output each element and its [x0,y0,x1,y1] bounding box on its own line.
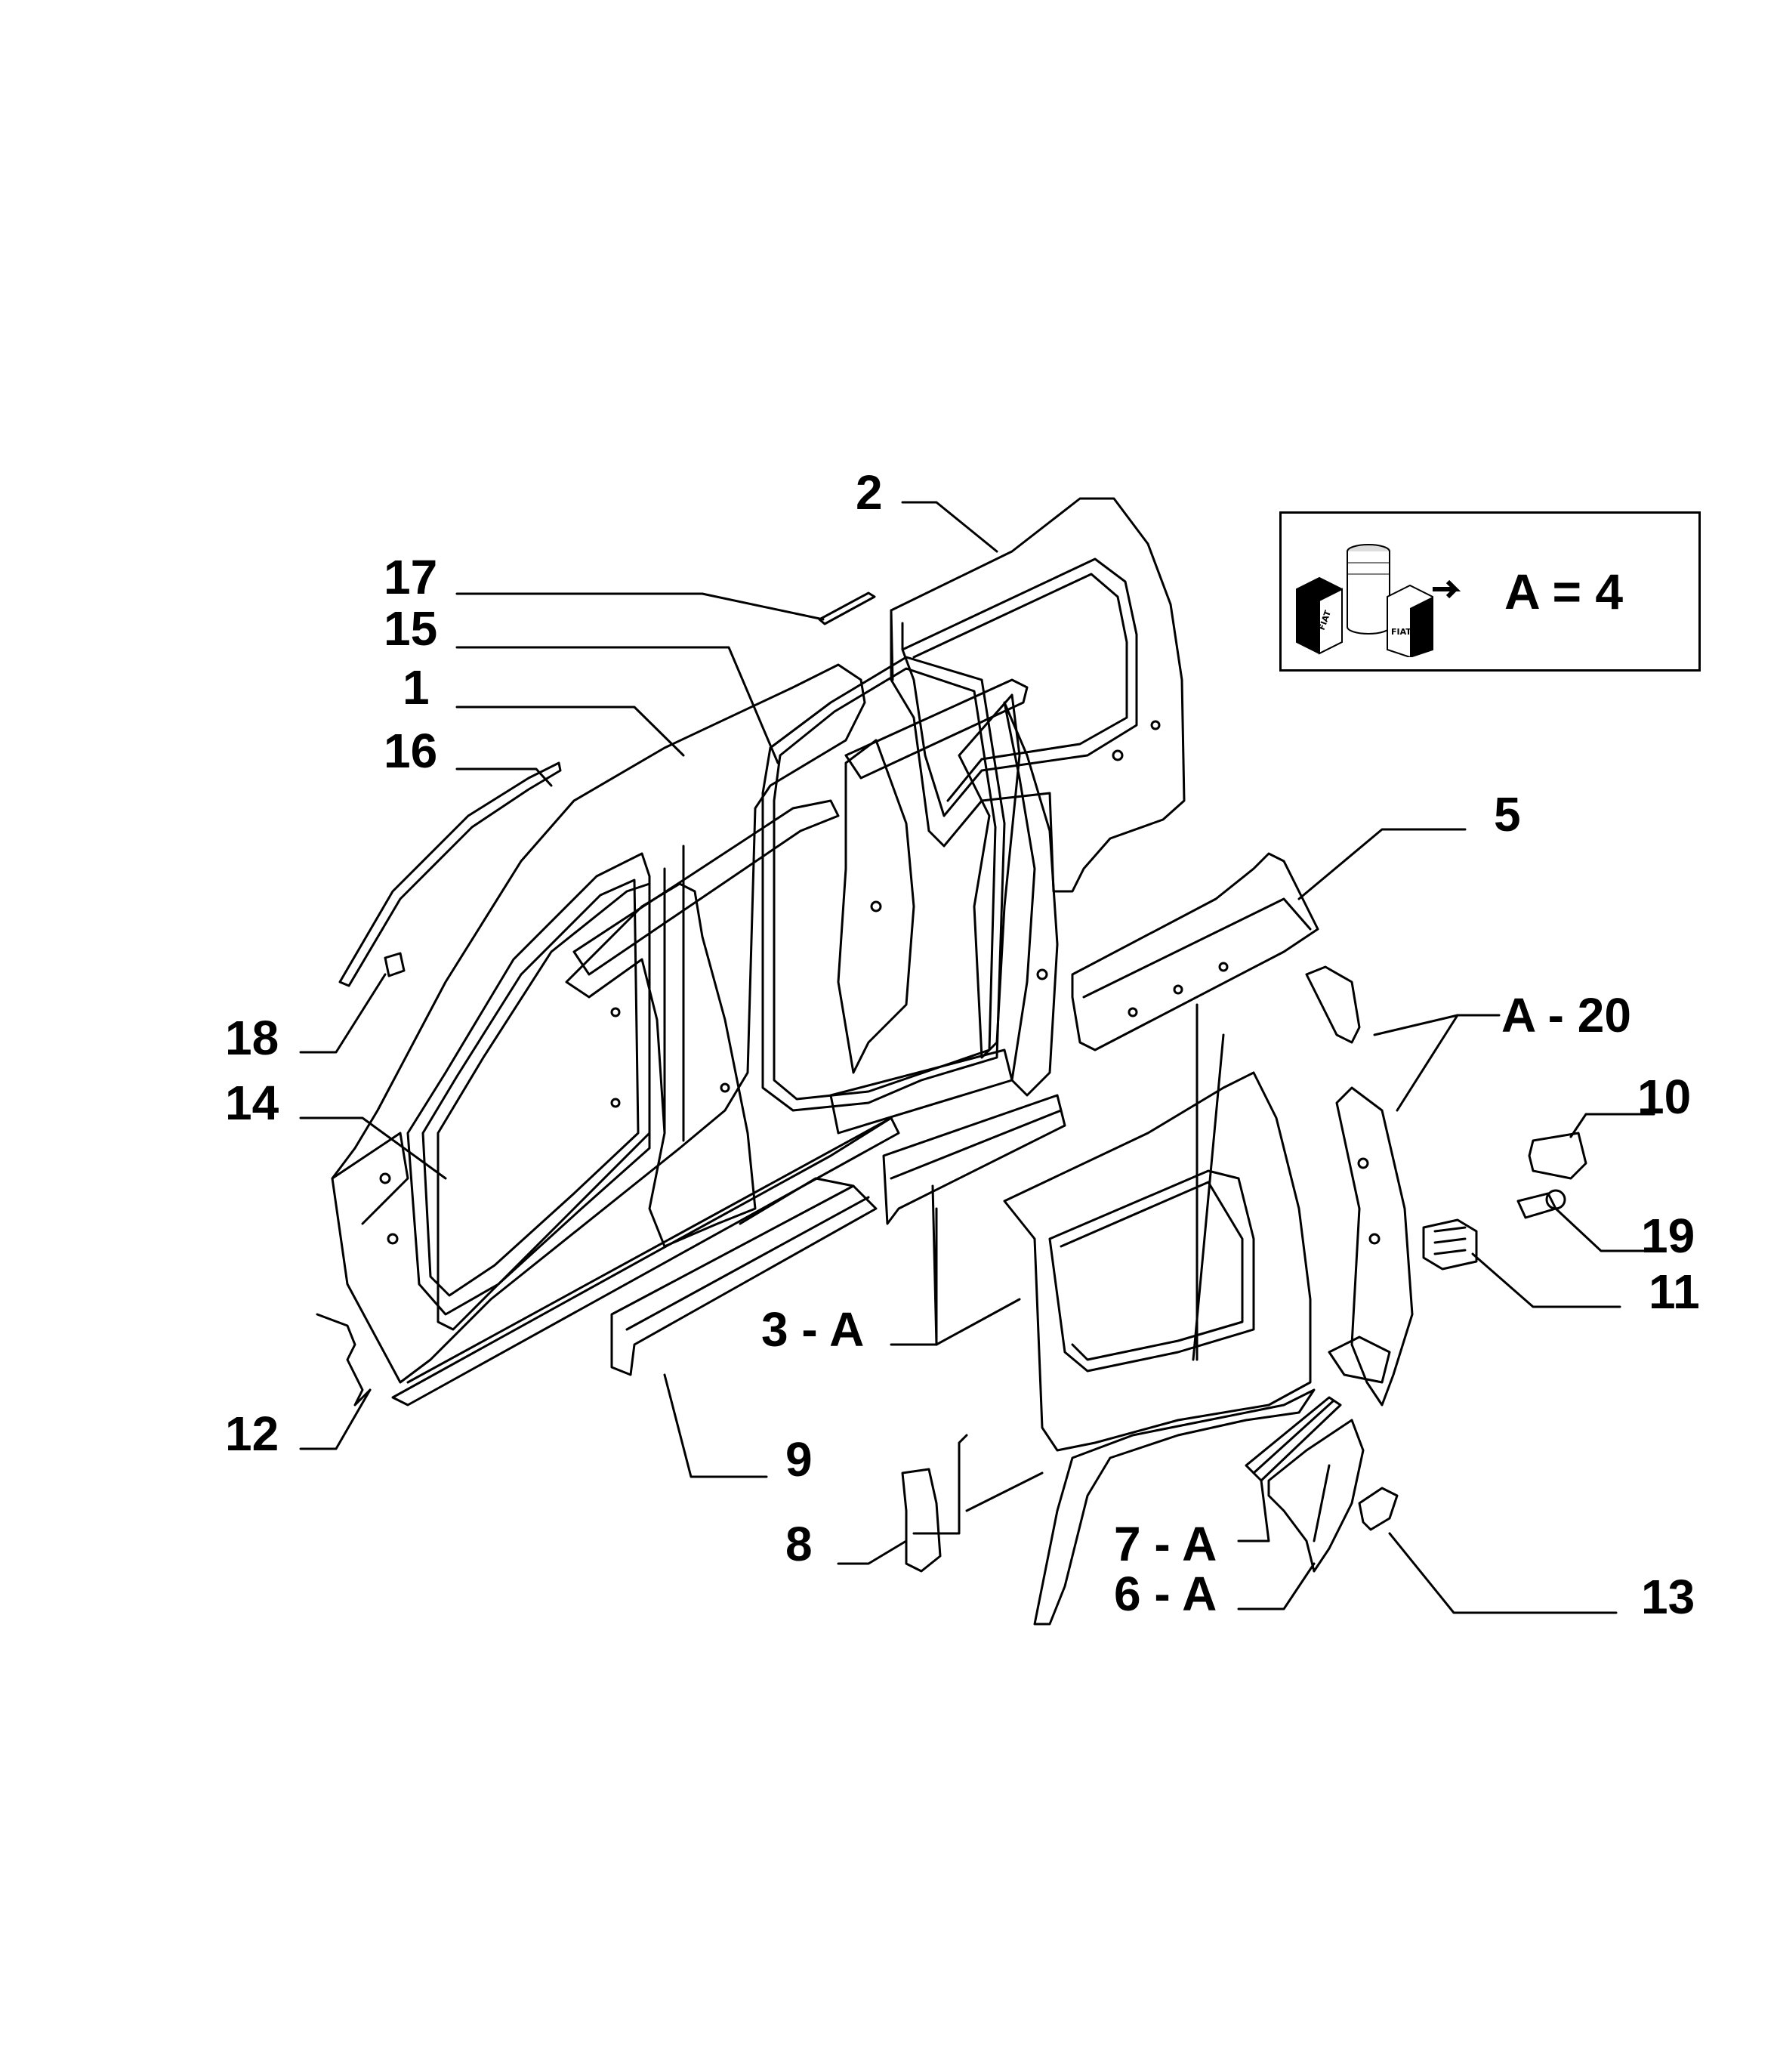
callout-1: 1 [403,660,430,715]
leader-lines [299,501,1655,1614]
callout-10: 10 [1637,1070,1692,1124]
part-14-door-seal [437,882,651,1331]
center-upper-rails [572,678,1029,1135]
part-5-floor-rail [1071,852,1319,1051]
callout-17: 17 [384,550,438,604]
part-17-roof-trim [818,591,876,625]
part-16-pillar-trim [338,761,562,987]
callout-13: 13 [1641,1570,1695,1624]
part-2-rear-side-panel [890,497,1186,893]
part-20-rear-pillar [1305,965,1414,1407]
callout-11: 11 [1649,1265,1700,1319]
legend-text: A = 4 [1504,564,1624,619]
adhesive-kit-icon: FIAT FIAT [1296,544,1461,657]
part-18-clip [384,952,406,977]
center-pillar [565,693,1059,1248]
part-13-cap [1358,1487,1399,1531]
rear-wheel-arch [1033,1388,1316,1626]
callout-8: 8 [785,1517,813,1571]
callout-19: 19 [1641,1209,1695,1263]
callout-7-A: 7 - A [1114,1517,1217,1571]
callout-18: 18 [225,1011,279,1065]
callout-5: 5 [1494,787,1521,841]
part-6-bracket [1267,1419,1365,1573]
callout-14: 14 [225,1076,279,1130]
callout-2: 2 [856,465,883,520]
callout-3-A: 3 - A [761,1302,865,1357]
legend-box: FIAT FIAT A = 4 [1279,511,1701,672]
callout-12: 12 [225,1407,279,1461]
part-10-bracket [1528,1132,1587,1180]
part-7-rail [1245,1396,1342,1482]
part-3-sill [882,1094,1066,1225]
callout-15: 15 [384,601,438,656]
callout-16: 16 [384,724,438,778]
rear-quarter-panel [1003,1071,1312,1452]
part-11-hinge [1422,1218,1478,1271]
part-19-bolt [1516,1189,1566,1219]
part-9-sill [610,1177,878,1376]
callout-9: 9 [785,1432,813,1487]
legend-fiat-mark-right: FIAT [1391,627,1411,637]
part-15-door-seal [761,656,1006,1112]
part-8-pillar [901,1468,942,1573]
part-12-wire [316,1313,372,1407]
callout-A-20: A - 20 [1501,988,1631,1042]
callout-6-A: 6 - A [1114,1567,1217,1621]
